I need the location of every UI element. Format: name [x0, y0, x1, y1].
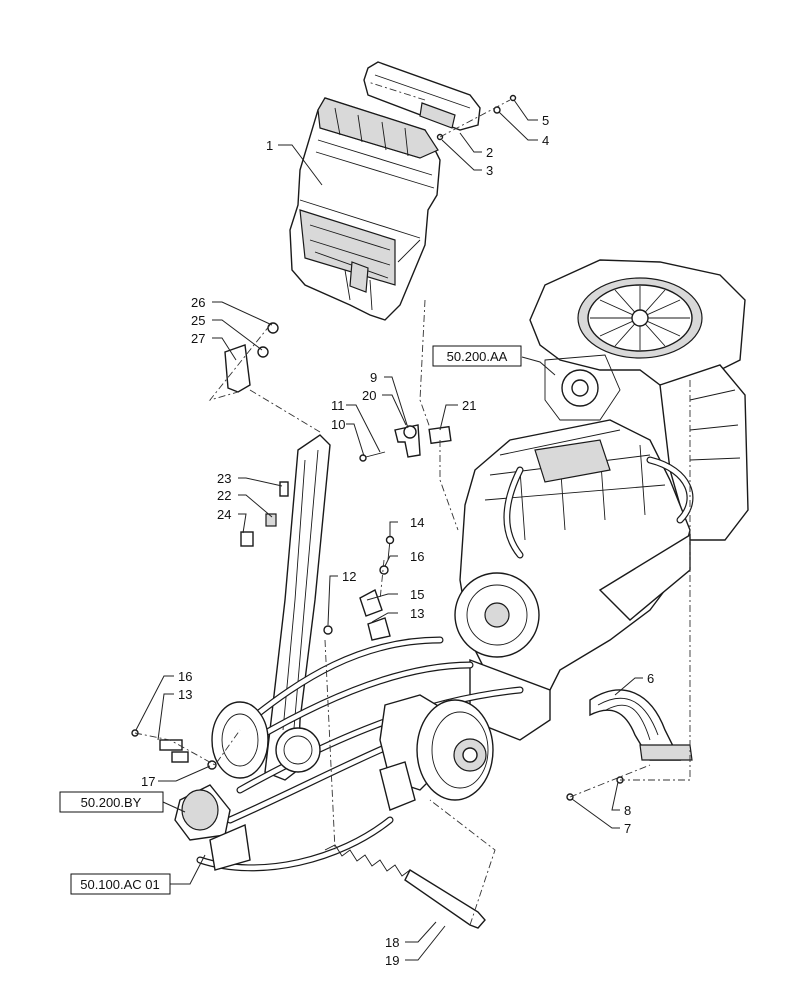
callout-16-left: 16 — [178, 669, 192, 684]
callout-21: 21 — [462, 398, 476, 413]
cover-panel — [363, 61, 481, 131]
callout-25: 25 — [191, 313, 205, 328]
callout-16-right: 16 — [410, 549, 424, 564]
callout-24: 24 — [217, 507, 231, 522]
callout-4: 4 — [542, 133, 549, 148]
small-hardware — [131, 322, 624, 801]
callout-13-left: 13 — [178, 687, 192, 702]
leader-lines — [135, 99, 643, 961]
callout-10: 10 — [331, 417, 345, 432]
belt-set — [589, 689, 693, 761]
callout-7: 7 — [624, 821, 631, 836]
callout-numbers: 1 2 3 4 5 6 7 8 9 10 11 12 13 13 14 15 1… — [141, 113, 654, 968]
callout-18: 18 — [385, 935, 399, 950]
cover-hardware — [367, 81, 517, 141]
callout-13-right: 13 — [410, 606, 424, 621]
svg-text:50.200.BY: 50.200.BY — [81, 795, 142, 810]
engine-block — [454, 354, 694, 741]
callout-27: 27 — [191, 331, 205, 346]
callout-22: 22 — [217, 488, 231, 503]
reference-valve[interactable]: 50.200.BY — [59, 791, 164, 813]
radiator-fan-assembly — [529, 259, 749, 541]
callout-9: 9 — [370, 370, 377, 385]
callout-8: 8 — [624, 803, 631, 818]
callout-14: 14 — [410, 515, 424, 530]
callout-12: 12 — [342, 569, 356, 584]
callout-17: 17 — [141, 774, 155, 789]
reference-motor[interactable]: 50.100.AC 01 — [70, 873, 171, 895]
hvac-unit — [289, 97, 441, 321]
callout-26: 26 — [191, 295, 205, 310]
spring-rod — [324, 844, 486, 929]
drive-motor — [379, 694, 494, 811]
callout-5: 5 — [542, 113, 549, 128]
callout-1: 1 — [266, 138, 273, 153]
callout-15: 15 — [410, 587, 424, 602]
assembly-lines — [134, 299, 691, 926]
reference-engine[interactable]: 50.200.AA — [432, 345, 522, 367]
callout-23: 23 — [217, 471, 231, 486]
callout-11: 11 — [331, 398, 345, 413]
svg-text:50.200.AA: 50.200.AA — [447, 349, 508, 364]
callout-6: 6 — [647, 671, 654, 686]
left-motor-assembly — [174, 701, 321, 871]
callout-19: 19 — [385, 953, 399, 968]
callout-3: 3 — [486, 163, 493, 178]
callout-20: 20 — [362, 388, 376, 403]
svg-text:50.100.AC 01: 50.100.AC 01 — [80, 877, 160, 892]
callout-2: 2 — [486, 145, 493, 160]
